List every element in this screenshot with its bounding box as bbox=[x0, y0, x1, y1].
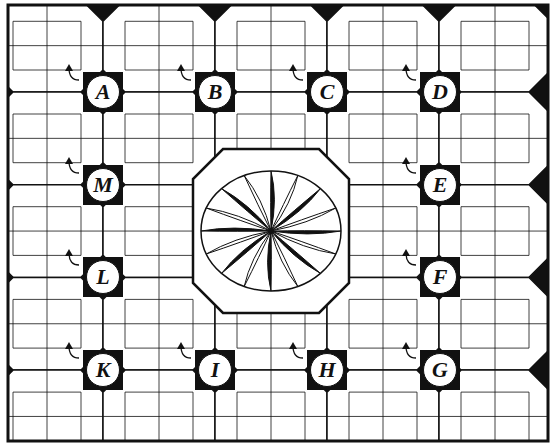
square-letter: D bbox=[432, 81, 448, 103]
black-tile bbox=[305, 70, 349, 114]
square-letter: H bbox=[318, 359, 335, 381]
rosette-petal bbox=[268, 231, 272, 291]
black-tile bbox=[305, 348, 349, 392]
letter-square: E bbox=[420, 165, 460, 205]
square-letter: G bbox=[432, 359, 448, 381]
curved-arrow bbox=[398, 60, 422, 84]
letter-square: B bbox=[195, 72, 235, 112]
square-letter: K bbox=[96, 359, 111, 381]
black-tile bbox=[193, 70, 237, 114]
letter-square: M bbox=[83, 165, 123, 205]
letter-square: I bbox=[195, 350, 235, 390]
floor-tiles bbox=[8, 5, 548, 441]
rosette bbox=[193, 149, 349, 313]
rosette-petal bbox=[201, 228, 271, 231]
black-tile bbox=[422, 353, 456, 387]
black-tile bbox=[86, 353, 120, 387]
curved-arrow bbox=[61, 245, 85, 269]
letter-square: D bbox=[420, 72, 460, 112]
board-border bbox=[8, 5, 548, 441]
curved-arrow bbox=[398, 338, 422, 362]
rosette-petal bbox=[271, 171, 275, 231]
black-tile bbox=[81, 70, 125, 114]
letter-disc: C bbox=[310, 75, 344, 109]
black-tile bbox=[198, 75, 232, 109]
rosette-ring bbox=[201, 171, 341, 291]
rosette-centre bbox=[268, 228, 274, 234]
letter-square: L bbox=[83, 257, 123, 297]
curved-arrow bbox=[61, 153, 85, 177]
curved-arrow bbox=[398, 245, 422, 269]
letter-disc: I bbox=[198, 353, 232, 387]
letter-disc: E bbox=[423, 168, 457, 202]
curved-arrow bbox=[61, 338, 85, 362]
black-tile bbox=[417, 163, 461, 207]
black-tile bbox=[422, 75, 456, 109]
square-letter: B bbox=[208, 81, 223, 103]
letter-disc: K bbox=[86, 353, 120, 387]
letter-disc: G bbox=[423, 353, 457, 387]
letter-square: C bbox=[307, 72, 347, 112]
curved-arrow bbox=[173, 60, 197, 84]
rosette-petal bbox=[206, 231, 271, 254]
black-tile bbox=[81, 163, 125, 207]
black-tile bbox=[193, 348, 237, 392]
curved-arrow bbox=[398, 153, 422, 177]
letter-square: K bbox=[83, 350, 123, 390]
letter-square: A bbox=[83, 72, 123, 112]
letter-disc: L bbox=[86, 260, 120, 294]
square-letter: M bbox=[93, 174, 113, 196]
square-letter: C bbox=[320, 81, 335, 103]
black-tile bbox=[86, 168, 120, 202]
black-tile bbox=[198, 353, 232, 387]
rosette-petal bbox=[271, 208, 336, 231]
letter-disc: H bbox=[310, 353, 344, 387]
rosette-petal bbox=[271, 231, 341, 234]
square-letter: L bbox=[96, 266, 109, 288]
curved-arrow bbox=[61, 60, 85, 84]
square-letter: I bbox=[211, 359, 220, 381]
curved-arrow bbox=[285, 60, 309, 84]
rosette-petal bbox=[244, 176, 271, 231]
letter-disc: A bbox=[86, 75, 120, 109]
letter-disc: M bbox=[86, 168, 120, 202]
square-letter: F bbox=[433, 266, 448, 288]
black-tile bbox=[417, 70, 461, 114]
letter-square: F bbox=[420, 257, 460, 297]
black-tile bbox=[417, 255, 461, 299]
letter-square: H bbox=[307, 350, 347, 390]
square-letter: A bbox=[96, 81, 111, 103]
letter-disc: D bbox=[423, 75, 457, 109]
square-letter: E bbox=[433, 174, 448, 196]
curved-arrow bbox=[173, 338, 197, 362]
black-tile bbox=[86, 75, 120, 109]
rosette-petal bbox=[271, 231, 298, 286]
curved-arrow bbox=[285, 338, 309, 362]
black-tile bbox=[417, 348, 461, 392]
black-tile bbox=[81, 348, 125, 392]
black-tile bbox=[310, 353, 344, 387]
black-tile bbox=[310, 75, 344, 109]
letter-square: G bbox=[420, 350, 460, 390]
black-tile bbox=[422, 168, 456, 202]
letter-disc: B bbox=[198, 75, 232, 109]
central-octagon bbox=[193, 149, 349, 313]
black-tile bbox=[81, 255, 125, 299]
letter-disc: F bbox=[423, 260, 457, 294]
